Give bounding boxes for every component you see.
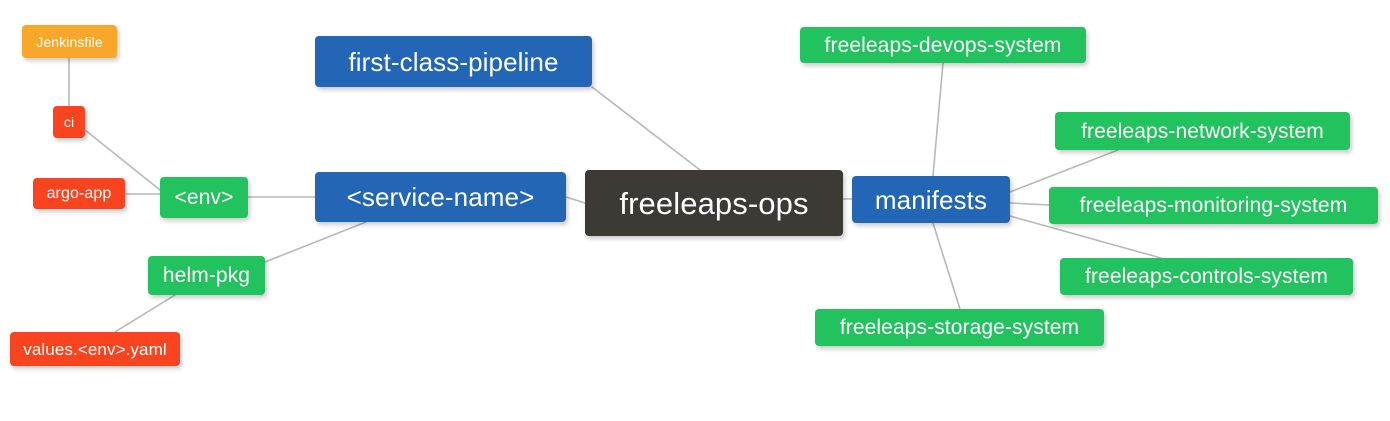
edge-manifests-to-monitoring-system — [1009, 202, 1050, 206]
mindmap-node-label: freeleaps-ops — [619, 185, 809, 221]
mindmap-node-service-name[interactable]: <service-name> — [315, 172, 566, 222]
mindmap-node-argo-app[interactable]: argo-app — [33, 178, 125, 209]
mindmap-node-label: Jenkinsfile — [36, 33, 103, 50]
mindmap-node-devops-system[interactable]: freeleaps-devops-system — [800, 27, 1086, 63]
mindmap-node-label: argo-app — [46, 184, 112, 202]
mindmap-node-label: manifests — [874, 184, 988, 215]
mindmap-node-monitoring-system[interactable]: freeleaps-monitoring-system — [1049, 187, 1378, 224]
edge-helm-pkg-to-values-yaml — [114, 294, 176, 333]
mindmap-node-label: <service-name> — [346, 182, 535, 212]
edge-root-to-service-name — [565, 196, 586, 204]
mindmap-node-controls-system[interactable]: freeleaps-controls-system — [1060, 258, 1353, 295]
edge-manifests-to-network-system — [1009, 149, 1119, 193]
mindmap-node-label: first-class-pipeline — [348, 46, 559, 77]
mindmap-node-label: values.<env>.yaml — [23, 339, 167, 359]
mindmap-node-label: ci — [63, 114, 75, 130]
edge-root-to-first-class-pipeline — [591, 86, 701, 171]
mindmap-node-network-system[interactable]: freeleaps-network-system — [1055, 112, 1350, 150]
mindmap-node-manifests[interactable]: manifests — [852, 176, 1010, 223]
mindmap-node-label: <env> — [174, 186, 234, 209]
mindmap-node-values-yaml[interactable]: values.<env>.yaml — [10, 332, 180, 366]
mindmap-node-label: freeleaps-storage-system — [839, 316, 1080, 339]
mindmap-node-label: freeleaps-devops-system — [824, 33, 1062, 57]
mindmap-node-helm-pkg[interactable]: helm-pkg — [148, 256, 265, 295]
edge-service-name-to-helm-pkg — [264, 221, 367, 263]
mindmap-node-storage-system[interactable]: freeleaps-storage-system — [815, 309, 1104, 346]
mindmap-node-label: freeleaps-controls-system — [1085, 265, 1328, 288]
mindmap-node-label: freeleaps-network-system — [1081, 119, 1324, 143]
edge-manifests-to-storage-system — [932, 222, 961, 310]
mindmap-node-label: helm-pkg — [162, 264, 251, 287]
mindmap-node-first-class-pipeline[interactable]: first-class-pipeline — [315, 36, 592, 87]
mindmap-node-ci[interactable]: ci — [53, 106, 85, 138]
edge-manifests-to-devops-system — [932, 62, 944, 177]
mindmap-node-label: freeleaps-monitoring-system — [1079, 194, 1348, 217]
mindmap-node-root[interactable]: freeleaps-ops — [585, 170, 843, 236]
mindmap-node-jenkinsfile[interactable]: Jenkinsfile — [22, 25, 117, 58]
mindmap-node-env[interactable]: <env> — [160, 177, 248, 218]
